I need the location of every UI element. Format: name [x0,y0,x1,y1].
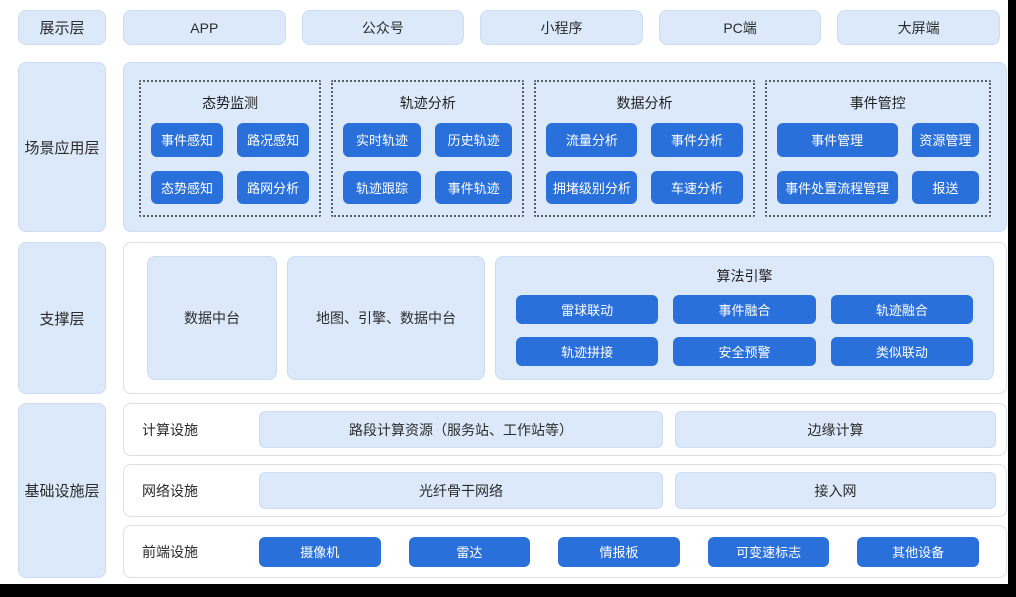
access-network-box: 接入网 [674,472,996,509]
group-title: 态势监测 [202,95,259,111]
channel-box-mini-program: 小程序 [480,10,643,45]
group-grid: 流量分析 事件分析 拥堵级别分析 车速分析 [546,123,743,204]
infra-row-label: 网络设施 [142,482,198,499]
device-button-camera: 摄像机 [259,536,381,567]
support-layer-panel: 数据中台 地图、引擎、数据中台 算法引擎 雷球联动 事件融合 轨迹融合 轨迹拼接… [123,242,1007,394]
infra-row-label: 前端设施 [142,543,198,560]
feature-button: 事件轨迹 [434,170,513,204]
infra-row-frontend: 前端设施 摄像机 雷达 情报板 可变速标志 其他设备 [123,525,1007,578]
application-layer-label: 场景应用层 [18,62,106,232]
feature-button: 态势感知 [151,170,224,204]
feature-button: 路网分析 [237,170,310,204]
device-button-variable-speed-sign: 可变速标志 [707,536,830,567]
infrastructure-layer-row: 基础设施层 计算设施 路段计算资源（服务站、工作站等） 边缘计算 网络设施 光纤… [18,403,1007,578]
application-layer-row: 场景应用层 态势监测 事件感知 路况感知 态势感知 路网分析 轨迹分析 实时轨迹 [18,62,1007,232]
support-layer-label: 支撑层 [18,242,106,394]
algorithm-button: 安全预警 [673,337,816,366]
infra-row-network: 网络设施 光纤骨干网络 接入网 [123,464,1007,517]
data-middle-platform-box: 数据中台 [147,256,277,380]
infra-row-label: 计算设施 [142,421,198,438]
algorithm-button: 类似联动 [830,337,973,366]
display-layer-label: 展示层 [18,10,106,45]
algorithm-button: 轨迹融合 [830,295,973,324]
feature-button: 事件感知 [151,123,224,157]
group-title: 事件管控 [849,95,906,111]
feature-button: 事件处置流程管理 [776,170,898,204]
infra-row-computing: 计算设施 路段计算资源（服务站、工作站等） 边缘计算 [123,403,1007,456]
group-title: 数据分析 [616,95,673,111]
algorithm-button: 事件融合 [673,295,816,324]
algorithm-engine-title: 算法引擎 [716,268,773,284]
feature-button: 流量分析 [546,123,638,157]
group-title: 轨迹分析 [399,95,456,111]
feature-button: 资源管理 [911,123,979,157]
infra-row-content: 摄像机 雷达 情报板 可变速标志 其他设备 [259,536,996,567]
application-layer-panel: 态势监测 事件感知 路况感知 态势感知 路网分析 轨迹分析 实时轨迹 历史轨迹 … [123,62,1007,232]
group-event-control: 事件管控 事件管理 资源管理 事件处置流程管理 报送 [764,80,991,217]
group-situation-monitoring: 态势监测 事件感知 路况感知 态势感知 路网分析 [139,80,322,217]
feature-button: 实时轨迹 [343,123,421,157]
feature-button: 历史轨迹 [434,123,513,157]
infrastructure-layer-panels: 计算设施 路段计算资源（服务站、工作站等） 边缘计算 网络设施 光纤骨干网络 接… [123,403,1007,578]
feature-button: 报送 [911,170,979,204]
algorithm-button: 轨迹拼接 [516,337,659,366]
computing-resource-box: 路段计算资源（服务站、工作站等） [259,411,663,448]
infrastructure-layer-label: 基础设施层 [18,403,106,578]
feature-button: 路况感知 [237,123,310,157]
support-layer-row: 支撑层 数据中台 地图、引擎、数据中台 算法引擎 雷球联动 事件融合 轨迹融合 … [18,242,1007,394]
algorithm-engine-grid: 雷球联动 事件融合 轨迹融合 轨迹拼接 安全预警 类似联动 [516,295,973,366]
device-button-info-board: 情报板 [558,536,680,567]
edge-computing-box: 边缘计算 [674,411,996,448]
channel-box-app: APP [123,10,286,45]
feature-button: 事件分析 [651,123,743,157]
group-grid: 事件管理 资源管理 事件处置流程管理 报送 [776,123,979,204]
group-grid: 事件感知 路况感知 态势感知 路网分析 [151,123,310,204]
feature-button: 拥堵级别分析 [546,170,638,204]
feature-button: 车速分析 [651,170,743,204]
architecture-diagram: 展示层 APP 公众号 小程序 PC端 大屏端 场景应用层 态势监测 事件感知 … [0,0,1008,584]
channel-box-big-screen: 大屏端 [837,10,1000,45]
infra-row-content: 路段计算资源（服务站、工作站等） 边缘计算 [259,411,996,448]
group-trajectory-analysis: 轨迹分析 实时轨迹 历史轨迹 轨迹跟踪 事件轨迹 [331,80,525,217]
algorithm-engine-panel: 算法引擎 雷球联动 事件融合 轨迹融合 轨迹拼接 安全预警 类似联动 [495,256,994,380]
map-engine-platform-box: 地图、引擎、数据中台 [287,256,485,380]
feature-button: 轨迹跟踪 [343,170,421,204]
channel-box-pc: PC端 [658,10,822,45]
group-data-analysis: 数据分析 流量分析 事件分析 拥堵级别分析 车速分析 [534,80,755,217]
fiber-backbone-box: 光纤骨干网络 [259,472,663,509]
group-grid: 实时轨迹 历史轨迹 轨迹跟踪 事件轨迹 [343,123,513,204]
algorithm-button: 雷球联动 [516,295,659,324]
feature-button: 事件管理 [776,123,898,157]
infra-row-content: 光纤骨干网络 接入网 [259,472,996,509]
display-layer-row: 展示层 APP 公众号 小程序 PC端 大屏端 [18,10,1007,45]
device-button-other-devices: 其他设备 [857,536,979,567]
device-button-radar: 雷达 [408,536,531,567]
channel-box-official-account: 公众号 [301,10,465,45]
display-channels: APP 公众号 小程序 PC端 大屏端 [123,10,1007,45]
